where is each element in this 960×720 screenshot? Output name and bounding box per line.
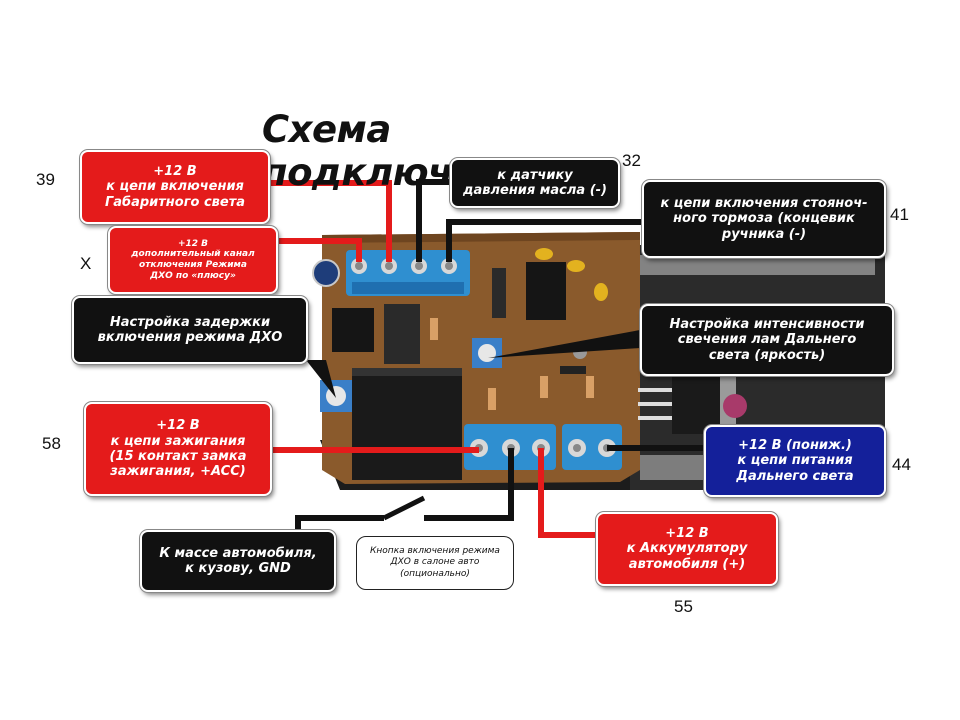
- label-gabarit-line2: к цепи включения: [106, 179, 244, 195]
- label-gabarit-line1: +12 В: [153, 164, 197, 179]
- label-gabarit: +12 В к цепи включения Габаритного света: [80, 150, 270, 224]
- callout-button-line1: Кнопка включения режима: [370, 546, 500, 557]
- ref-number-44: 44: [892, 455, 911, 474]
- label-parking-line2: ного тормоза (концевик: [673, 211, 855, 227]
- label-high-beam: +12 В (пониж.) к цепи питания Дальнего с…: [704, 425, 886, 497]
- ref-number-58: 58: [42, 434, 61, 453]
- label-ignition-line4: зажигания, +ACC): [110, 464, 246, 480]
- label-delay-line2: включения режима ДХО: [97, 330, 283, 345]
- label-ignition-line1: +12 В: [156, 418, 200, 434]
- label-extra-line3: отключения Режима: [139, 260, 247, 270]
- label-battery-line3: автомобиля (+): [628, 556, 746, 572]
- pointer-delay: [306, 360, 336, 398]
- label-ground: К массе автомобиля, к кузову, GND: [140, 530, 336, 592]
- label-ignition-line2: к цепи зажигания: [110, 433, 246, 449]
- terminal-block-bottom-right: [562, 424, 622, 470]
- wire-oil: [416, 179, 452, 262]
- ref-number-x: X: [80, 254, 92, 273]
- label-extra-line2: дополнительный канал: [131, 249, 255, 260]
- label-delay-line1: Настройка задержки: [109, 314, 271, 330]
- callout-button-line3: (опционально): [400, 568, 470, 579]
- label-intensity-setting: Настройка интенсивности свечения лам Дал…: [640, 304, 894, 376]
- label-highbeam-line1: +12 В (пониж.): [738, 438, 852, 453]
- pointer-intensity: [488, 330, 640, 358]
- label-extra-line4: ДХО по «плюсу»: [150, 270, 236, 281]
- label-intensity-line3: света (яркость): [708, 347, 826, 363]
- ref-number-32: 32: [622, 151, 641, 170]
- label-oil-sensor: к датчику давления масла (-): [450, 158, 620, 208]
- label-intensity-line1: Настройка интенсивности: [669, 317, 865, 332]
- ic-chip-right: [526, 262, 566, 320]
- label-highbeam-line3: Дальнего света: [736, 468, 854, 484]
- label-extra-line1: +12 В: [177, 238, 209, 249]
- ref-number-39: 39: [36, 170, 55, 189]
- label-parking-line3: ручника (-): [721, 226, 807, 242]
- ref-number-41: 41: [890, 205, 909, 224]
- power-transistor: [672, 370, 724, 434]
- label-ignition-line3: (15 контакт замка: [109, 449, 247, 464]
- label-ground-line1: К массе автомобиля,: [159, 545, 317, 561]
- label-parking-brake: к цепи включения стояноч- ного тормоза (…: [642, 180, 886, 258]
- label-battery-line1: +12 В: [665, 526, 709, 541]
- label-battery: +12 В к Аккумулятору автомобиля (+): [596, 512, 778, 586]
- wire-extra: [278, 238, 362, 262]
- label-battery-line2: к Аккумулятору: [626, 541, 748, 557]
- button-switch: [382, 495, 426, 521]
- capacitor: [312, 259, 340, 287]
- label-intensity-line2: свечения лам Дальнего: [677, 332, 857, 348]
- callout-button-line2: ДХО в салоне авто: [390, 557, 480, 568]
- label-ground-line2: к кузову, GND: [185, 561, 291, 576]
- label-oil-line2: давления масла (-): [462, 183, 607, 198]
- label-gabarit-line3: Габаритного света: [104, 194, 246, 210]
- label-extra-channel: +12 В дополнительный канал отключения Ре…: [108, 226, 278, 294]
- wire-gabarit: [268, 180, 392, 262]
- label-oil-line1: к датчику: [497, 167, 573, 183]
- ref-number-55: 55: [674, 597, 693, 616]
- label-parking-line1: к цепи включения стояноч-: [660, 196, 868, 211]
- callout-button: Кнопка включения режима ДХО в салоне авт…: [356, 536, 514, 590]
- wire-parking: [446, 219, 644, 262]
- relay: [352, 368, 462, 480]
- label-delay-setting: Настройка задержки включения режима ДХО: [72, 296, 308, 364]
- ic-chip-left: [332, 308, 374, 352]
- wire-battery: [538, 448, 598, 538]
- label-ignition: +12 В к цепи зажигания (15 контакт замка…: [84, 402, 272, 496]
- label-highbeam-line2: к цепи питания: [737, 453, 853, 469]
